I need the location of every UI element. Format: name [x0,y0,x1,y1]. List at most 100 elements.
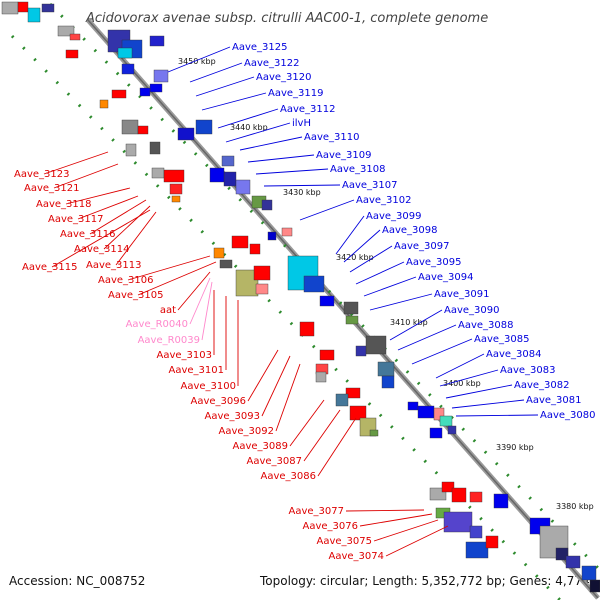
gene-label-rev-13[interactable]: Aave_3103 [157,350,213,361]
gene-label-rev-8[interactable]: Aave_3106 [98,275,154,286]
gene-block-15 [99,99,109,109]
gene-block-32 [169,183,183,195]
gene-label-fwd-23[interactable]: Aave_3081 [526,395,582,406]
gene-leader-rev-11 [189,277,211,325]
gene-label-fwd-4[interactable]: Aave_3112 [280,104,336,115]
gene-block-50 [315,371,327,383]
gene-label-fwd-13[interactable]: Aave_3097 [394,241,450,252]
gene-label-fwd-5[interactable]: ilvH [292,118,311,129]
gene-leader-rev-21 [317,417,357,477]
gene-leader-rev-6 [51,209,151,268]
forward-track-guide [48,2,600,572]
gene-block-35 [231,235,249,249]
gene-block-13 [149,83,163,93]
gene-leader-fwd-23 [451,399,525,409]
gene-leader-rev-25 [385,525,449,557]
gene-label-rev-23[interactable]: Aave_3076 [303,521,359,532]
gene-leader-rev-10 [177,271,211,311]
gene-block-81 [589,579,600,593]
gene-label-fwd-21[interactable]: Aave_3083 [500,365,556,376]
gene-block-22 [195,119,213,135]
scale-label-5: 3400 kbp [443,379,481,388]
gene-label-rev-6[interactable]: Aave_3115 [22,262,78,273]
gene-label-fwd-8[interactable]: Aave_3108 [330,164,386,175]
gene-label-rev-11[interactable]: Aave_R0040 [126,319,188,330]
gene-block-34 [213,247,225,259]
gene-block-33 [171,195,181,203]
gene-block-31 [163,169,185,183]
gene-block-20 [149,141,161,155]
gene-label-rev-25[interactable]: Aave_3074 [329,551,385,562]
gene-label-rev-4[interactable]: Aave_3116 [60,229,116,240]
gene-leader-fwd-2 [195,76,255,97]
gene-block-29 [267,231,277,241]
gene-leader-fwd-1 [189,62,243,83]
gene-block-69 [451,487,467,503]
gene-leader-rev-3 [77,195,139,220]
gene-leader-rev-19 [289,399,325,447]
gene-label-fwd-11[interactable]: Aave_3099 [366,211,422,222]
gene-label-rev-12[interactable]: Aave_R0039 [138,335,200,346]
gene-label-fwd-14[interactable]: Aave_3095 [406,257,462,268]
gene-label-fwd-10[interactable]: Aave_3102 [356,195,412,206]
gene-label-rev-15[interactable]: Aave_3100 [181,381,237,392]
gene-block-30 [151,167,165,179]
gene-block-44 [319,295,335,307]
gene-block-73 [465,541,489,559]
gene-label-rev-21[interactable]: Aave_3086 [261,471,317,482]
gene-label-fwd-24[interactable]: Aave_3080 [540,410,596,421]
gene-block-55 [345,387,361,399]
gene-label-fwd-2[interactable]: Aave_3120 [256,72,312,83]
gene-label-rev-3[interactable]: Aave_3117 [48,214,104,225]
gene-label-fwd-15[interactable]: Aave_3094 [418,272,474,283]
gene-leader-rev-22 [345,509,425,512]
gene-leader-fwd-6 [239,136,303,151]
gene-leader-rev-0 [43,151,109,175]
gene-block-59 [369,429,379,437]
gene-block-79 [565,555,581,569]
gene-label-rev-19[interactable]: Aave_3089 [233,441,289,452]
gene-block-10 [149,35,165,47]
gene-leader-fwd-15 [363,276,417,297]
gene-label-fwd-1[interactable]: Aave_3122 [244,58,300,69]
gene-label-rev-24[interactable]: Aave_3075 [317,536,373,547]
gene-leader-rev-23 [359,513,433,527]
gene-block-47 [345,315,359,325]
gene-label-rev-0[interactable]: Aave_3123 [14,169,70,180]
scale-label-7: 3380 kbp [556,502,594,511]
gene-label-rev-20[interactable]: Aave_3087 [247,456,303,467]
gene-label-fwd-6[interactable]: Aave_3110 [304,132,360,143]
gene-label-rev-9[interactable]: Aave_3105 [108,290,164,301]
gene-block-62 [433,407,445,421]
gene-label-rev-2[interactable]: Aave_3118 [36,199,92,210]
gene-label-fwd-22[interactable]: Aave_3082 [514,380,570,391]
gene-leader-fwd-21 [439,369,499,387]
gene-label-rev-22[interactable]: Aave_3077 [289,506,345,517]
gene-leader-fwd-3 [201,92,267,111]
gene-label-rev-1[interactable]: Aave_3121 [24,183,80,194]
gene-block-4 [57,25,75,37]
gene-label-rev-17[interactable]: Aave_3093 [205,411,261,422]
gene-label-fwd-20[interactable]: Aave_3084 [486,349,542,360]
gene-label-fwd-7[interactable]: Aave_3109 [316,150,372,161]
gene-label-fwd-16[interactable]: Aave_3091 [434,289,490,300]
gene-label-rev-16[interactable]: Aave_3096 [191,396,247,407]
gene-label-rev-5[interactable]: Aave_3114 [74,244,130,255]
gene-leader-fwd-9 [263,184,341,187]
gene-label-fwd-3[interactable]: Aave_3119 [268,88,324,99]
gene-label-fwd-19[interactable]: Aave_3085 [474,334,530,345]
gene-label-fwd-12[interactable]: Aave_3098 [382,225,438,236]
gene-label-fwd-0[interactable]: Aave_3125 [232,42,288,53]
gene-label-fwd-17[interactable]: Aave_3090 [444,305,500,316]
gene-label-rev-14[interactable]: Aave_3101 [169,365,225,376]
map-title: Acidovorax avenae subsp. citrulli AAC00-… [85,11,488,26]
gene-label-fwd-18[interactable]: Aave_3088 [458,320,514,331]
gene-label-rev-18[interactable]: Aave_3092 [219,426,275,437]
gene-label-rev-10[interactable]: aat [160,305,176,316]
gene-leader-fwd-0 [167,46,231,73]
gene-leader-fwd-4 [217,108,279,129]
gene-label-rev-7[interactable]: Aave_3113 [86,260,142,271]
gene-label-fwd-9[interactable]: Aave_3107 [342,180,398,191]
scale-label-2: 3430 kbp [283,188,321,197]
